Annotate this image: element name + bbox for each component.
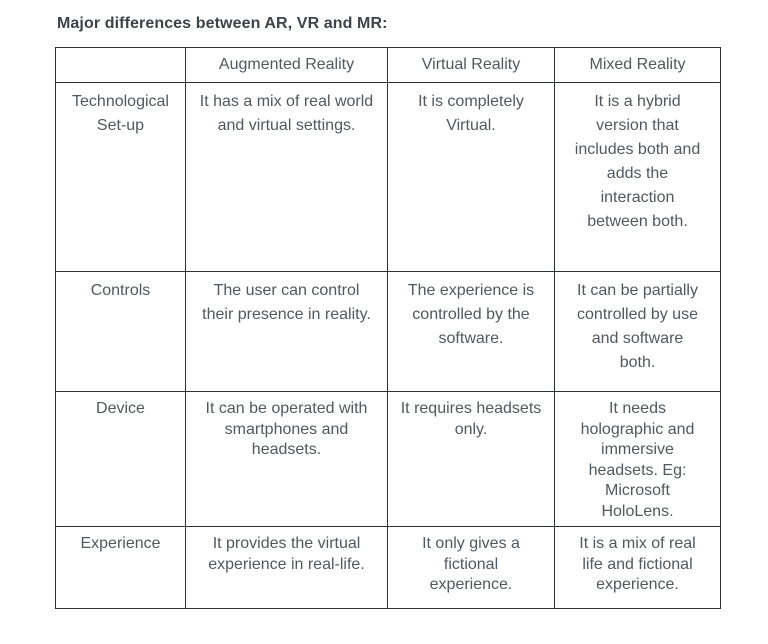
header-cell-mixed-reality: Mixed Reality bbox=[554, 47, 721, 83]
cell-vr: It is completely Virtual. bbox=[387, 82, 555, 272]
table-row-controls: Controls The user can control their pres… bbox=[55, 271, 721, 392]
row-label: Experience bbox=[55, 526, 186, 609]
header-row: Augmented Reality Virtual Reality Mixed … bbox=[55, 47, 721, 83]
page-title: Major differences between AR, VR and MR: bbox=[57, 15, 388, 32]
table-row-technological-setup: Technological Set-up It has a mix of rea… bbox=[55, 82, 721, 272]
cell-vr: It only gives a fictional experience. bbox=[387, 526, 555, 609]
cell-mr: It can be partially controlled by use an… bbox=[554, 271, 721, 392]
header-cell-empty bbox=[55, 47, 186, 83]
cell-mr: It is a hybrid version that includes bot… bbox=[554, 82, 721, 272]
header-cell-virtual-reality: Virtual Reality bbox=[387, 47, 555, 83]
cell-vr: It requires headsets only. bbox=[387, 391, 555, 527]
row-label: Controls bbox=[55, 271, 186, 392]
header-cell-augmented-reality: Augmented Reality bbox=[185, 47, 388, 83]
cell-ar: It can be operated with smartphones and … bbox=[185, 391, 388, 527]
table-row-device: Device It can be operated with smartphon… bbox=[55, 391, 721, 527]
cell-mr: It needs holographic and immersive heads… bbox=[554, 391, 721, 527]
cell-vr: The experience is controlled by the soft… bbox=[387, 271, 555, 392]
cell-ar: It provides the virtual experience in re… bbox=[185, 526, 388, 609]
cell-ar: It has a mix of real world and virtual s… bbox=[185, 82, 388, 272]
row-label: Device bbox=[55, 391, 186, 527]
ar-vr-mr-comparison-table: Augmented Reality Virtual Reality Mixed … bbox=[55, 47, 721, 609]
row-label: Technological Set-up bbox=[55, 82, 186, 272]
cell-mr: It is a mix of real life and fictional e… bbox=[554, 526, 721, 609]
cell-ar: The user can control their presence in r… bbox=[185, 271, 388, 392]
table-row-experience: Experience It provides the virtual exper… bbox=[55, 526, 721, 609]
